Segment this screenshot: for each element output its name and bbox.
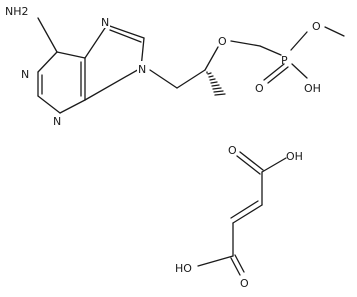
bond-c5-n7 — [84, 24, 108, 59]
atom-label-n7: N — [101, 16, 109, 29]
atom-label-n9: N — [138, 63, 146, 76]
atom-label-phosphorus: P — [281, 54, 288, 67]
bond-ch-o — [204, 46, 219, 71]
atom-label-n1: N — [21, 68, 29, 81]
bond-c-oh-bottom — [197, 255, 234, 267]
atom-label-ether-o: O — [218, 35, 227, 48]
atom-label-hydroxyl-bottom: HO — [175, 262, 192, 275]
atom-label-n3: N — [53, 115, 61, 128]
fumaric-acid-structure: O OH HO O — [175, 144, 303, 290]
bond-o-ch2 — [230, 40, 261, 47]
stereo-hashed-wedge — [206, 71, 226, 96]
bond-n9-c4 — [84, 67, 142, 101]
bond-p-double-o-2 — [267, 66, 289, 84]
bond-o-c-top-double-2 — [239, 151, 264, 171]
bond-n9-ch2 — [149, 69, 178, 89]
bond-p-double-o — [263, 63, 285, 81]
bond-c-o-bottom-double-2 — [234, 254, 245, 273]
bond-p-o-methyl — [290, 31, 308, 51]
bond-o-methyl — [324, 26, 345, 37]
bond-o-c-top-double — [236, 155, 261, 175]
atom-label-hydroxyl-top: OH — [286, 150, 303, 163]
bond-n3-c4 — [59, 99, 86, 114]
bond-ca-cb-double — [230, 200, 259, 219]
atom-label-p-double-o: O — [255, 82, 264, 95]
bond-p-oh — [291, 63, 308, 79]
bond-ch2-p — [259, 45, 282, 56]
bond-c5-c6 — [56, 51, 86, 59]
atom-label-p-hydroxyl: OH — [304, 82, 321, 95]
atom-label-nh2: NH2 — [5, 5, 29, 18]
bond-c2-n3 — [37, 95, 61, 114]
bond-ca-cb — [232, 204, 263, 224]
bond-c-o-bottom-double — [230, 257, 241, 276]
atom-label-carbonyl-o-top: O — [228, 144, 237, 157]
bond-c-oh-top — [261, 157, 287, 173]
atom-label-carbonyl-o-bottom: O — [240, 277, 249, 290]
bond-n7-c8 — [106, 24, 145, 39]
tenofovir-structure: NH2 N N N N O P O O OH — [5, 5, 345, 128]
bond-ch2-ch — [176, 69, 206, 89]
bond-n7-c8-double — [109, 29, 142, 43]
atom-label-p-methoxy-o: O — [312, 20, 321, 33]
bond-c6-n1 — [37, 51, 58, 73]
bond-c6-nh2 — [37, 17, 58, 53]
